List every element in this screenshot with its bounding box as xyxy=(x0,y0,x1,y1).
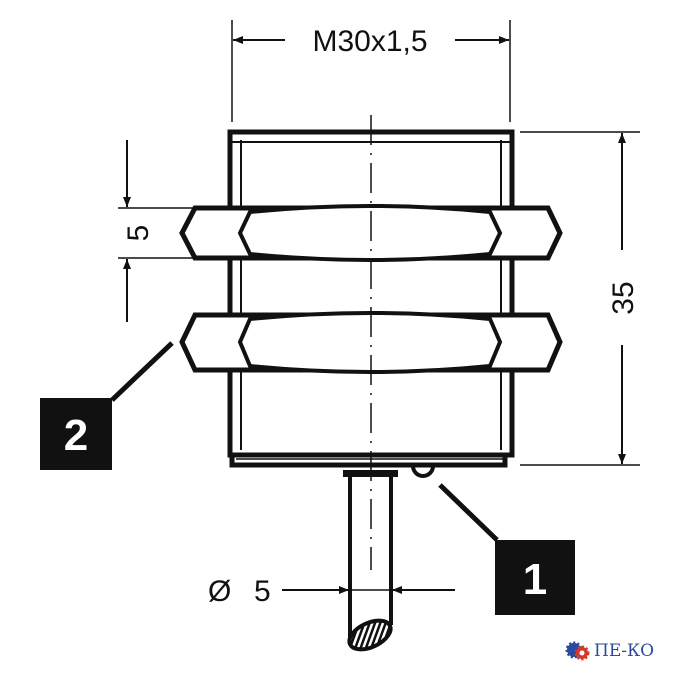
diameter-symbol: Ø xyxy=(208,575,231,608)
cable-diameter-label: 5 xyxy=(254,575,271,608)
led-indicator xyxy=(411,465,435,478)
leader-1 xyxy=(438,483,499,542)
length-dimension xyxy=(520,131,640,466)
nut-lower xyxy=(179,311,563,374)
nut-thickness-label: 5 xyxy=(122,225,155,242)
nut-thickness-dimension xyxy=(118,140,195,322)
leader-2 xyxy=(110,341,174,402)
gear-icon xyxy=(565,641,590,661)
length-label: 35 xyxy=(607,281,640,314)
logo: ПЕ-КО xyxy=(565,640,654,662)
logo-text: ПЕ-КО xyxy=(594,641,655,661)
thread-label: M30x1,5 xyxy=(312,25,427,58)
callout-2-box xyxy=(40,398,112,470)
callout-1-label: 1 xyxy=(523,555,547,604)
callout-2-label: 2 xyxy=(64,411,88,460)
thread-dimension xyxy=(231,20,511,122)
callout-1-box xyxy=(495,540,575,615)
